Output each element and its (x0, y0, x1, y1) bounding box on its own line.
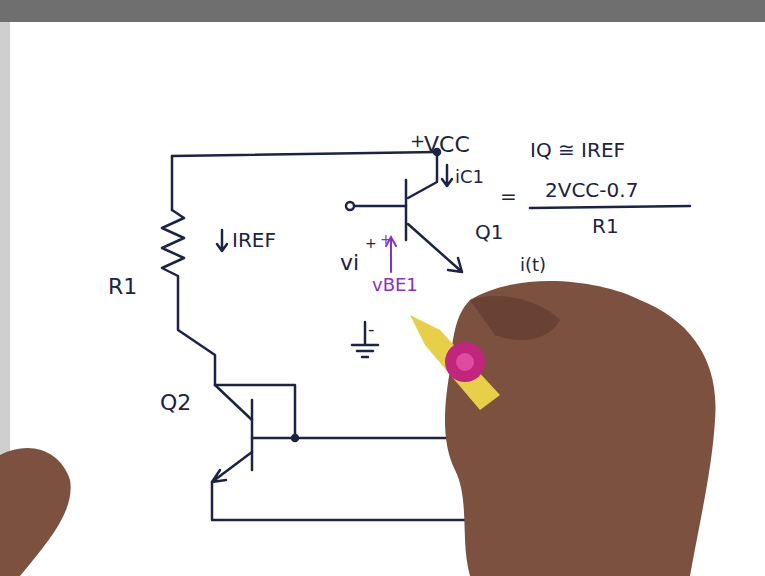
circuit-label: IQ ≅ IREF (530, 140, 625, 160)
current-arrow (217, 230, 227, 251)
circuit-label: + (380, 232, 392, 246)
pen-body (410, 315, 500, 410)
circuit-label: vi (340, 252, 359, 274)
knuckle-shadow (470, 296, 560, 340)
resistor-symbol (162, 210, 215, 385)
wire (252, 437, 480, 440)
circuit-label: Q2 (160, 392, 191, 414)
wire (354, 205, 406, 208)
circuit-label: 2VCC-0.7 (545, 180, 638, 200)
fraction-bar (530, 206, 690, 208)
transistor-collector (408, 152, 437, 198)
circuit-label: vBE1 (372, 276, 418, 294)
pen-cap-top (456, 353, 474, 371)
transistor-collector (215, 385, 252, 420)
circuit-label: iC1 (455, 168, 484, 186)
pen-cap (445, 342, 485, 382)
transistor-base-bar (405, 180, 408, 240)
circuit-label: Q1 (475, 222, 503, 242)
transistor-emitter (408, 224, 462, 272)
circuit-label: i(t) (520, 256, 546, 274)
circuit-label: + (410, 132, 425, 150)
hand-illustration (445, 281, 716, 576)
input-terminal (346, 202, 354, 210)
left-hand-illustration (0, 448, 71, 576)
wire (212, 482, 470, 520)
junction-dot (292, 435, 298, 441)
circuit-label: = (500, 186, 517, 206)
transistor-base-bar (251, 400, 254, 470)
vcc-wire (172, 152, 437, 156)
circuit-label: VCC (424, 134, 470, 156)
wire (171, 156, 174, 210)
current-arrow (442, 165, 452, 186)
circuit-label: - (368, 320, 375, 338)
circuit-label: + (365, 236, 377, 250)
circuit-label: R1 (592, 216, 619, 236)
circuit-label: IREF (232, 230, 276, 250)
transistor-emitter (212, 452, 252, 482)
circuit-label: R1 (108, 276, 137, 298)
top-band (0, 0, 765, 22)
wire (215, 385, 295, 438)
